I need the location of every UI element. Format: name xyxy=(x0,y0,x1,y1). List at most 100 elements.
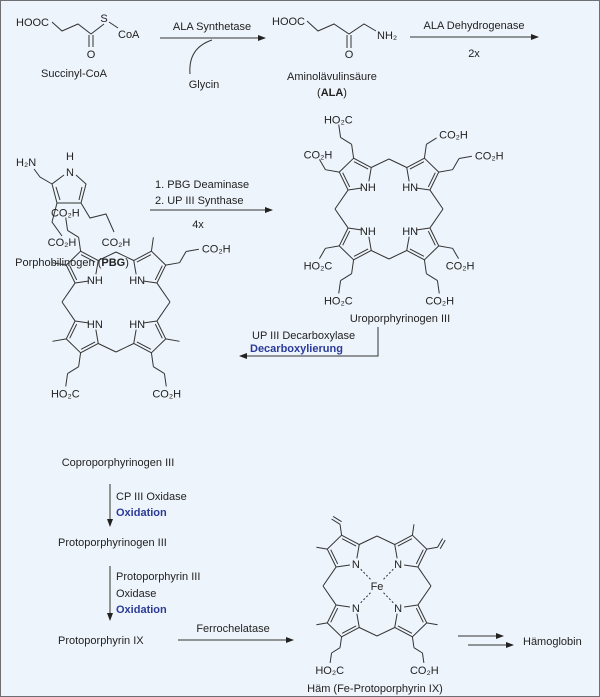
h2n-group: H₂N xyxy=(16,157,36,169)
bond xyxy=(406,167,410,182)
bond xyxy=(51,202,63,237)
bond xyxy=(329,652,333,663)
hydrogen-atom: H xyxy=(66,151,74,163)
bond xyxy=(156,301,171,322)
bond xyxy=(61,301,76,322)
bond xyxy=(341,625,357,634)
bond xyxy=(436,280,440,294)
bond xyxy=(330,607,339,623)
bond xyxy=(351,144,355,159)
pyrrole-nitrogen-label: HN xyxy=(87,319,103,331)
bond xyxy=(413,647,423,654)
bond xyxy=(156,264,167,284)
bond xyxy=(421,652,425,663)
process-oxidation: Oxidation xyxy=(116,604,167,616)
bond xyxy=(153,366,165,374)
bond xyxy=(356,613,360,628)
substituent-me xyxy=(52,338,67,342)
bond xyxy=(95,260,99,275)
bond xyxy=(325,169,340,173)
succinyl-coa-label: Succinyl-CoA xyxy=(41,68,108,80)
pyrrole-nitrogen-label: N xyxy=(394,559,402,571)
bond xyxy=(452,248,460,259)
bond xyxy=(334,208,349,229)
bond xyxy=(80,343,99,354)
co2h-group: CO₂H xyxy=(102,237,131,249)
bond xyxy=(98,251,117,261)
bond xyxy=(326,622,342,638)
pyrrole-ring xyxy=(338,227,372,261)
bond xyxy=(69,323,78,339)
substituent-group-label: HO₂C xyxy=(51,388,80,400)
substituent-me xyxy=(316,546,328,550)
pyrrole-nitrogen-label: NH xyxy=(360,226,376,238)
bond xyxy=(65,373,69,387)
substituent-pr: HO₂C xyxy=(315,636,344,677)
bond xyxy=(388,158,407,168)
bond xyxy=(65,264,76,284)
bond xyxy=(338,245,354,261)
substituent-group-label: HO₂C xyxy=(324,295,353,307)
oxygen-atom: O xyxy=(87,49,96,61)
substituent-me xyxy=(316,622,328,626)
bond xyxy=(316,622,328,626)
bond xyxy=(330,549,339,565)
bond xyxy=(335,564,350,568)
bond xyxy=(325,245,340,249)
bond xyxy=(437,538,444,548)
bond xyxy=(338,227,349,247)
bond xyxy=(452,158,460,170)
bond xyxy=(351,259,355,274)
bond xyxy=(156,282,171,303)
bond xyxy=(326,534,342,550)
bond xyxy=(427,172,436,188)
bond xyxy=(51,21,105,35)
bond xyxy=(65,250,81,266)
substituent-me xyxy=(411,524,415,536)
bond xyxy=(353,157,372,168)
pyrrole-ring xyxy=(394,604,428,638)
bond xyxy=(376,535,395,545)
bond xyxy=(353,161,369,170)
bond xyxy=(382,568,394,581)
substituent-pr: CO₂H xyxy=(51,208,82,252)
pyrrole-nitrogen-label: N xyxy=(352,559,360,571)
substituent-group-label: CO₂H xyxy=(446,260,475,272)
pyrrole-ring xyxy=(133,250,167,284)
bond xyxy=(368,236,372,251)
bond xyxy=(65,217,69,231)
bond xyxy=(341,534,360,545)
bond xyxy=(334,189,349,210)
pyrrole-ring xyxy=(51,174,87,204)
bond xyxy=(359,627,378,637)
pyrrole-nitrogen-label: N xyxy=(394,603,402,615)
bond xyxy=(316,546,328,550)
bond xyxy=(154,265,163,281)
substituent-group-label: HO₂C xyxy=(304,260,333,272)
bond xyxy=(426,273,438,281)
bond xyxy=(360,568,372,581)
bond xyxy=(412,622,428,638)
bond xyxy=(409,161,425,170)
bond xyxy=(406,157,425,168)
substituent-group-label: HO₂C xyxy=(315,665,344,677)
pyrrole-ring xyxy=(406,157,440,191)
bond xyxy=(417,566,432,587)
bond xyxy=(339,524,343,536)
bond xyxy=(439,539,446,549)
glycin-arrow xyxy=(189,39,213,75)
substituent-vi xyxy=(426,538,446,550)
substituent-ac: CO₂H xyxy=(423,129,468,159)
bond xyxy=(52,262,67,266)
bond xyxy=(55,186,61,201)
bond xyxy=(397,625,413,634)
bond xyxy=(368,167,372,182)
bond xyxy=(150,237,154,252)
bond xyxy=(411,636,415,648)
enzyme-cp3-oxidase: CP III Oxidase xyxy=(116,491,187,503)
nh2-group: NH₂ xyxy=(377,30,397,42)
bond xyxy=(394,613,398,628)
